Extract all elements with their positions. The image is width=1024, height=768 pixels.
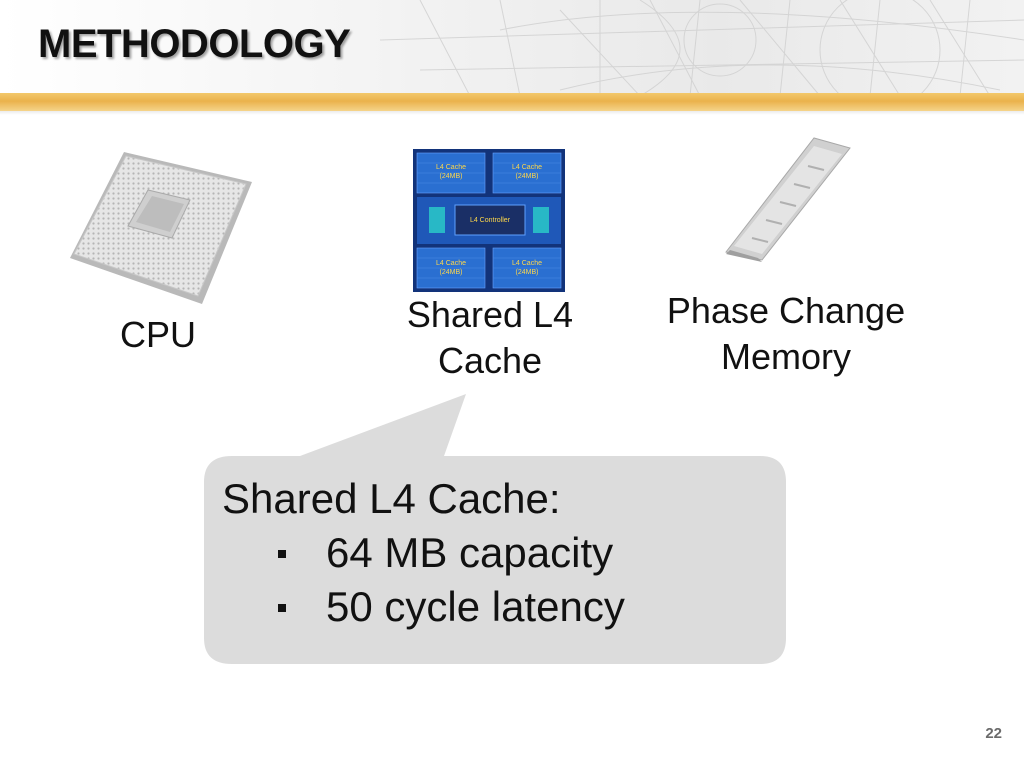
svg-text:L4 Cache: L4 Cache (512, 260, 542, 267)
header-accent-shadow (0, 111, 1024, 115)
cpu-chip-icon (70, 152, 252, 304)
svg-text:L4 Cache: L4 Cache (436, 260, 466, 267)
square-bullet-icon (278, 604, 286, 612)
svg-text:(24MB): (24MB) (440, 269, 463, 276)
svg-text:L4 Cache: L4 Cache (512, 164, 542, 171)
pcm-label: Phase Change Memory (666, 290, 906, 377)
header-accent-bar (0, 93, 1024, 111)
l4-cache-label: Shared L4 Cache (406, 294, 574, 381)
bullet-item: 50 cycle latency (222, 580, 625, 634)
svg-text:(24MB): (24MB) (516, 269, 539, 276)
callout-content: Shared L4 Cache: 64 MB capacity 50 cycle… (222, 472, 625, 634)
memory-module-icon (725, 137, 851, 262)
page-number: 22 (985, 725, 1002, 742)
slide-header: METHODOLOGY (0, 0, 1024, 96)
bullet-item: 64 MB capacity (222, 526, 625, 580)
square-bullet-icon (278, 550, 286, 558)
callout-bullet-list: 64 MB capacity 50 cycle latency (222, 526, 625, 634)
svg-text:(24MB): (24MB) (516, 173, 539, 180)
cpu-label: CPU (119, 314, 196, 355)
svg-text:L4 Controller: L4 Controller (470, 217, 511, 224)
slide-title: METHODOLOGY (38, 22, 351, 66)
header-background-pattern (379, 0, 1024, 96)
l4-cache-die-icon: L4 Cache (24MB) L4 Cache (24MB) L4 Cache… (413, 149, 565, 292)
svg-text:L4 Cache: L4 Cache (436, 164, 466, 171)
callout-heading: Shared L4 Cache: (222, 475, 561, 522)
svg-text:(24MB): (24MB) (440, 173, 463, 180)
